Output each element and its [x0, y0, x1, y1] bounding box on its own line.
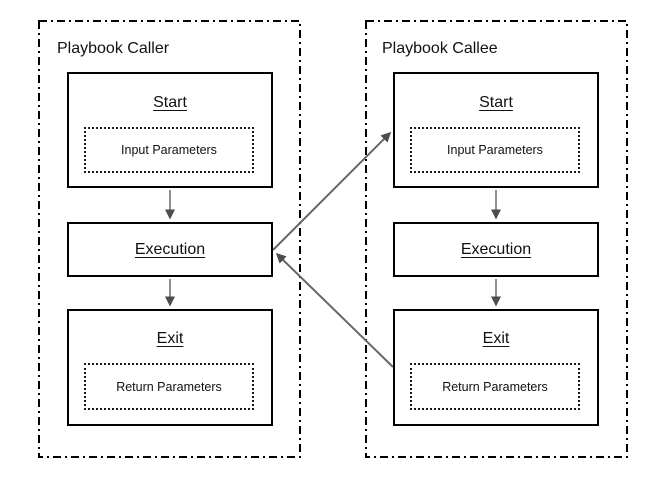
- caller-container-border: [38, 20, 301, 458]
- caller-return-parameters-label: Return Parameters: [116, 379, 222, 394]
- caller-start-node: Start Input Parameters: [67, 72, 273, 188]
- arrow-callee-exit-to-caller-execution: [275, 252, 394, 368]
- caller-execution-label: Execution: [134, 241, 206, 258]
- caller-input-parameters-label: Input Parameters: [121, 143, 217, 157]
- callee-input-parameters-label: Input Parameters: [447, 143, 543, 157]
- caller-input-parameters-box: Input Parameters: [84, 127, 254, 173]
- caller-exit-label: Exit: [156, 330, 184, 347]
- callee-start-label: Start: [479, 94, 513, 111]
- caller-exit-node: Exit Return Parameters: [67, 309, 273, 426]
- callee-return-parameters-label: Return Parameters: [442, 379, 548, 394]
- callee-exit-label: Exit: [482, 330, 510, 347]
- callee-container-border: [365, 20, 628, 458]
- callee-execution-label: Execution: [460, 241, 532, 258]
- callee-return-parameters-box: Return Parameters: [410, 363, 580, 410]
- caller-execution-node: Execution: [67, 222, 273, 277]
- callee-execution-node: Execution: [393, 222, 599, 277]
- callee-input-parameters-box: Input Parameters: [410, 127, 580, 173]
- caller-return-parameters-box: Return Parameters: [84, 363, 254, 410]
- callee-title: Playbook Callee: [382, 40, 498, 57]
- arrow-caller-execution-to-callee-start: [272, 131, 392, 251]
- callee-exit-node: Exit Return Parameters: [393, 309, 599, 426]
- caller-title: Playbook Caller: [57, 40, 170, 57]
- caller-start-label: Start: [153, 94, 187, 111]
- callee-start-node: Start Input Parameters: [393, 72, 599, 188]
